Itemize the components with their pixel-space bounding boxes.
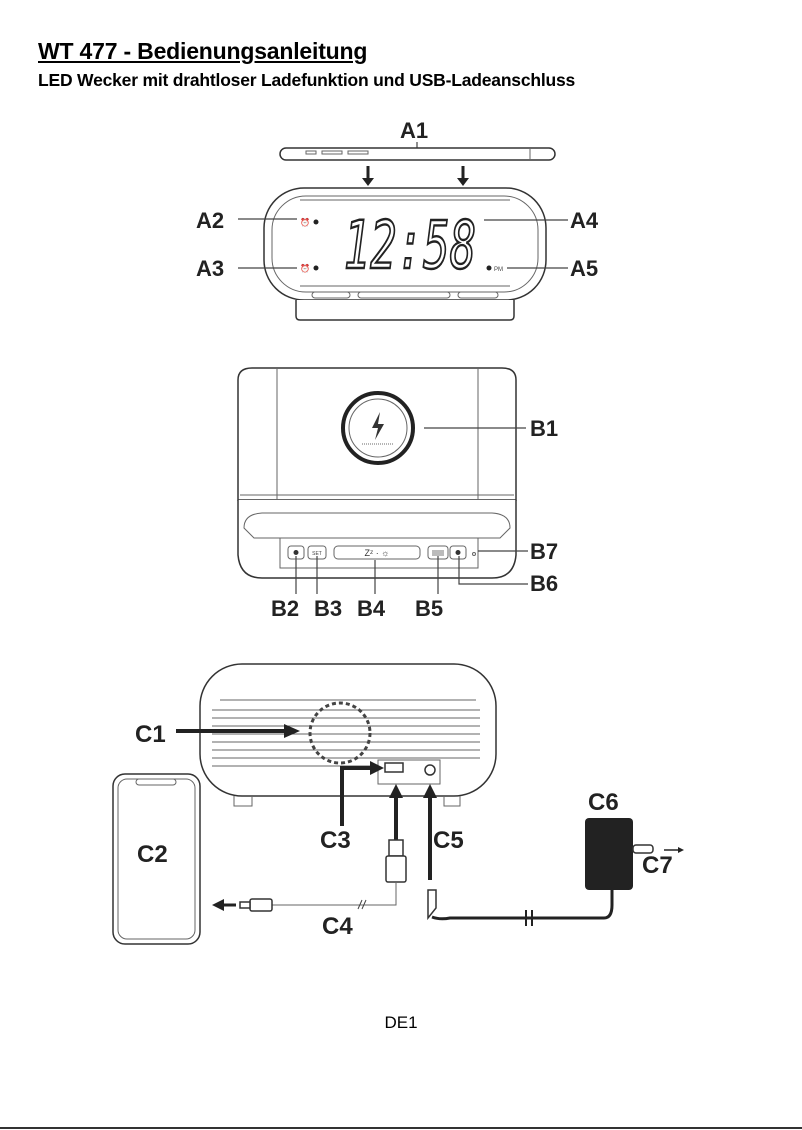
alarm-button-icon bbox=[455, 550, 461, 555]
page-number: DE1 bbox=[384, 1013, 418, 1032]
b6-button[interactable] bbox=[449, 545, 467, 560]
alarm-icon: ⏰ bbox=[300, 263, 310, 273]
figure-c-clock-back: C1 C2 C3 C4 C5 C6 C bbox=[112, 663, 684, 945]
arrow-left-icon bbox=[212, 899, 224, 911]
b7-indicator bbox=[472, 552, 476, 556]
label-a5: A5 bbox=[570, 256, 598, 281]
smartphone bbox=[112, 773, 201, 945]
label-c2: C2 bbox=[137, 841, 168, 868]
label-a2: A2 bbox=[196, 208, 224, 233]
label-c1: C1 bbox=[135, 721, 166, 748]
adapter-body bbox=[585, 818, 633, 890]
figure-b-clock-top: SET Zᶻ · ☼ B1 B7 B6 B2 B3 B4 B5 bbox=[237, 367, 558, 621]
wireless-charging-pad bbox=[341, 391, 415, 465]
label-b1: B1 bbox=[530, 416, 558, 441]
label-a4: A4 bbox=[570, 208, 599, 233]
label-c5: C5 bbox=[433, 827, 464, 854]
set-button-label: SET bbox=[312, 551, 322, 557]
radio-icon bbox=[432, 550, 444, 556]
label-c6: C6 bbox=[588, 789, 619, 816]
label-b6: B6 bbox=[530, 571, 558, 596]
bottom-divider bbox=[0, 1127, 802, 1129]
speaker-grille bbox=[308, 701, 372, 765]
arrow-right-icon bbox=[678, 847, 684, 853]
alarm1-indicator bbox=[313, 219, 319, 225]
snooze-light-label: Zᶻ · ☼ bbox=[365, 548, 390, 558]
label-b5: B5 bbox=[415, 596, 443, 621]
arrow-icon bbox=[340, 761, 384, 826]
page-subtitle: LED Wecker mit drahtloser Ladefunktion u… bbox=[38, 70, 576, 90]
label-c4: C4 bbox=[322, 913, 353, 940]
label-a1: A1 bbox=[400, 118, 428, 143]
pm-indicator: PM bbox=[494, 267, 503, 273]
page-title: WT 477 - Bedienungsanleitung bbox=[38, 38, 368, 64]
label-a3: A3 bbox=[196, 256, 224, 281]
arrow-right-icon bbox=[176, 724, 300, 738]
dc-input-port[interactable] bbox=[424, 764, 436, 776]
arrow-down-icon bbox=[457, 166, 469, 186]
alarm2-indicator bbox=[313, 265, 319, 271]
label-b4: B4 bbox=[357, 596, 386, 621]
pm-indicator-dot bbox=[486, 265, 492, 271]
phone-on-top bbox=[279, 147, 556, 161]
lightning-bolt-icon bbox=[372, 412, 384, 440]
label-c7: C7 bbox=[642, 852, 673, 879]
usb-cable bbox=[212, 839, 407, 912]
alarm-icon: ⏰ bbox=[300, 217, 310, 227]
label-b2: B2 bbox=[271, 596, 299, 621]
led-time-display: 12:58 bbox=[344, 208, 476, 284]
power-adapter bbox=[427, 818, 684, 926]
figure-a-clock-front: A1 12:58 ⏰ ⏰ PM A2 A3 A4 A5 bbox=[196, 118, 599, 321]
label-c3: C3 bbox=[320, 827, 351, 854]
alarm-button-icon bbox=[293, 550, 299, 555]
arrow-up-icon bbox=[389, 784, 403, 840]
label-b3: B3 bbox=[314, 596, 342, 621]
arrow-up-icon bbox=[423, 784, 437, 880]
snooze-light-button[interactable] bbox=[333, 545, 421, 560]
usb-port[interactable] bbox=[384, 762, 404, 773]
label-b7: B7 bbox=[530, 539, 558, 564]
arrow-down-icon bbox=[362, 166, 374, 186]
